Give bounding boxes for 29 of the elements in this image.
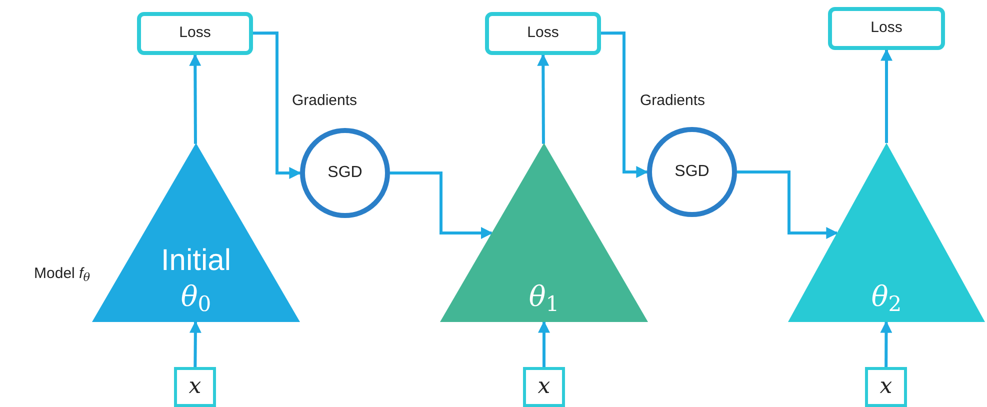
input-label: x: [188, 376, 202, 398]
parameter-label: θ$_{0}$: [180, 279, 212, 314]
loss-label: Loss: [870, 18, 902, 38]
circle-label: SGD: [328, 163, 362, 183]
loss-label: Loss: [527, 23, 559, 44]
loss-box: [137, 12, 253, 55]
arrow: [189, 54, 202, 144]
model-caption: Model f$_{θ}$: [34, 264, 90, 286]
arrow: [880, 48, 892, 143]
input-label: x: [880, 376, 892, 398]
triangle-label: Initial: [160, 242, 232, 278]
arrow: [253, 32, 302, 179]
circle-label: SGD: [674, 162, 710, 182]
input-box: [174, 367, 216, 407]
parameter-label: θ$_{2}$: [871, 279, 902, 314]
arrow: [189, 320, 202, 368]
input-box: [523, 367, 565, 407]
input-box: [865, 367, 907, 407]
arrow: [390, 172, 493, 239]
loss-box: [485, 12, 601, 55]
arrow: [538, 320, 550, 367]
input-label: x: [538, 376, 550, 398]
arrow: [601, 32, 648, 178]
loss-label: Loss: [179, 23, 211, 44]
arrow: [737, 170, 838, 239]
arrow: [880, 320, 892, 367]
parameter-label: θ$_{1}$: [528, 279, 560, 314]
arrow: [537, 54, 550, 144]
loss-box: [828, 7, 945, 50]
